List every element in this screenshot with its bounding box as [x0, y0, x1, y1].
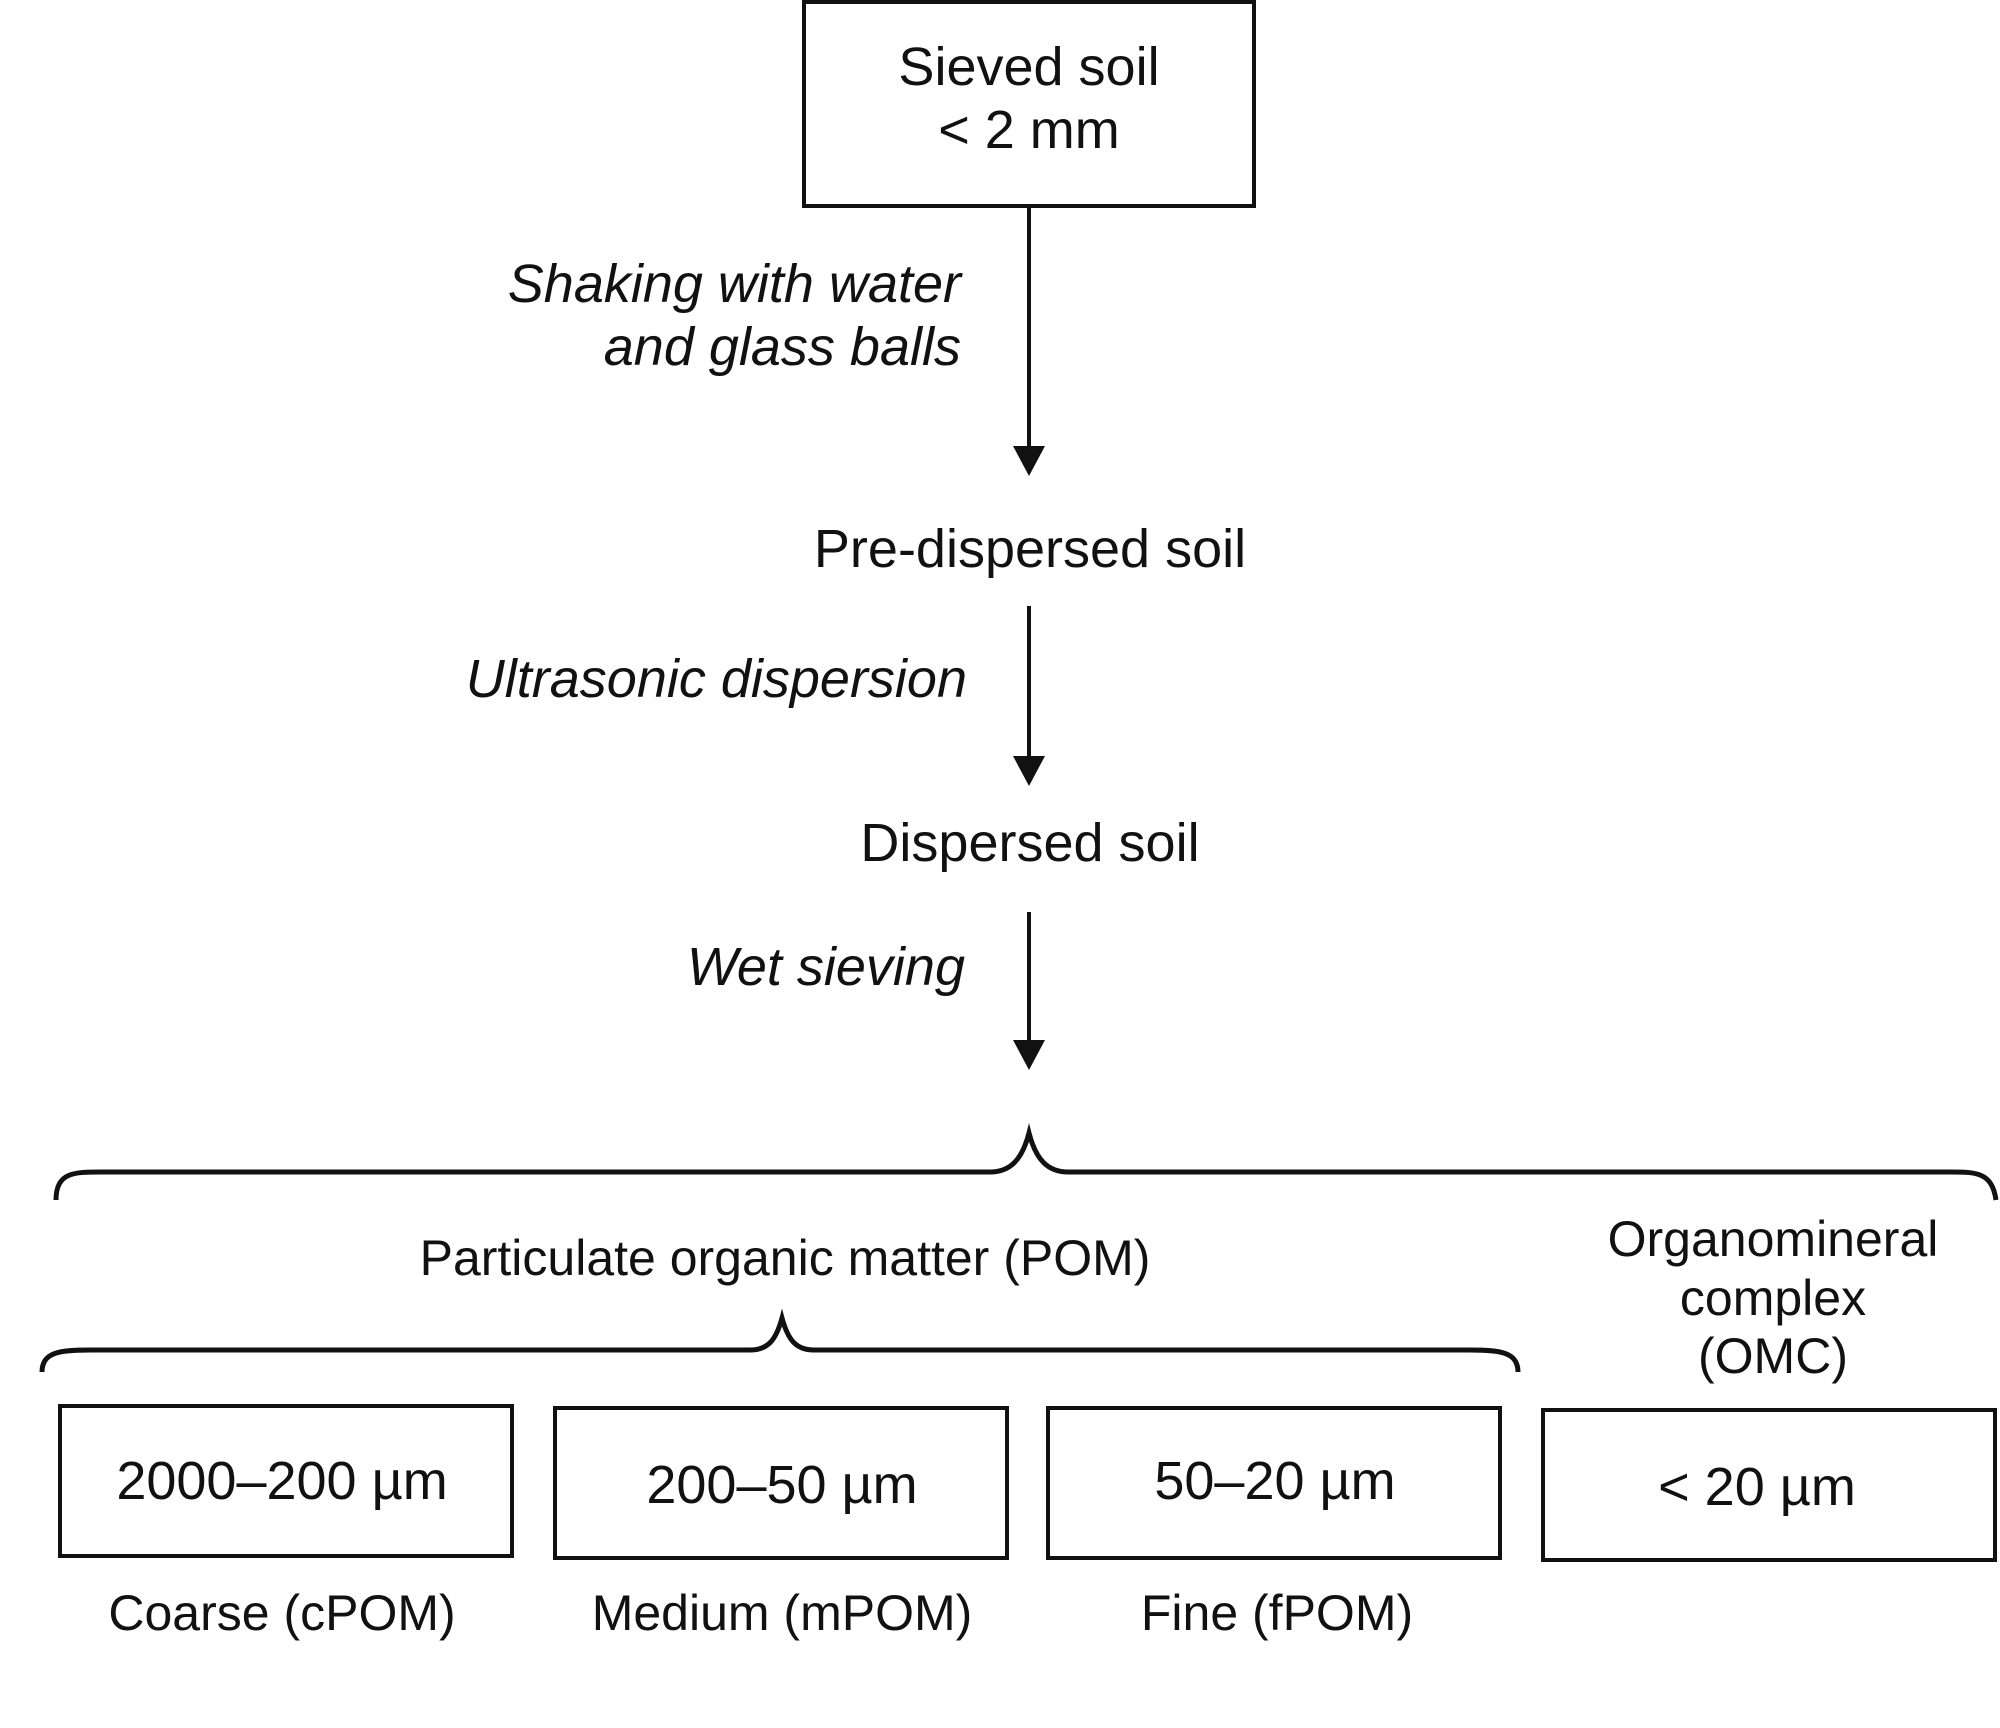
fraction-range-medium: 200–50 µm [646, 1455, 918, 1515]
pom-brace [39, 1308, 1521, 1373]
fraction-range-omc: < 20 µm [1658, 1457, 1856, 1517]
step-1-method-line1: Shaking with water [507, 254, 961, 314]
start-label: Sieved soil < 2 mm [898, 36, 1159, 162]
omc-line1: Organomineral [1607, 1211, 1939, 1267]
fraction-box-coarse [58, 1404, 514, 1558]
intermediate-pre-dispersed: Pre-dispersed soil [813, 519, 1247, 579]
pom-group-label: Particulate organic matter (POM) [419, 1230, 1151, 1286]
main-brace [53, 1123, 1999, 1201]
omc-group-label: Organomineral complex (OMC) [1608, 1210, 1939, 1386]
step-1-method: Shaking with water and glass balls [508, 253, 961, 379]
step-3-method: Wet sieving [686, 937, 965, 997]
arrow-1 [1013, 206, 1045, 476]
start-line2: < 2 mm [938, 100, 1120, 161]
fraction-box-medium [553, 1406, 1009, 1560]
step-2-method: Ultrasonic dispersion [465, 649, 967, 709]
arrow-2 [1013, 606, 1045, 786]
fraction-box-fine [1046, 1406, 1502, 1560]
omc-line2: complex [1679, 1269, 1867, 1326]
intermediate-dispersed: Dispersed soil [860, 813, 1200, 873]
fraction-range-fine: 50–20 µm [1154, 1451, 1396, 1511]
fraction-range-coarse: 2000–200 µm [116, 1451, 448, 1511]
omc-line3: (OMC) [1698, 1328, 1848, 1384]
fraction-box-omc [1541, 1408, 1997, 1562]
fraction-name-coarse: Coarse (cPOM) [108, 1585, 456, 1641]
fraction-name-fine: Fine (fPOM) [1140, 1585, 1414, 1641]
arrow-3 [1013, 912, 1045, 1070]
start-line1: Sieved soil [898, 37, 1160, 97]
fraction-name-medium: Medium (mPOM) [591, 1585, 973, 1641]
step-1-method-line2: and glass balls [603, 317, 961, 378]
